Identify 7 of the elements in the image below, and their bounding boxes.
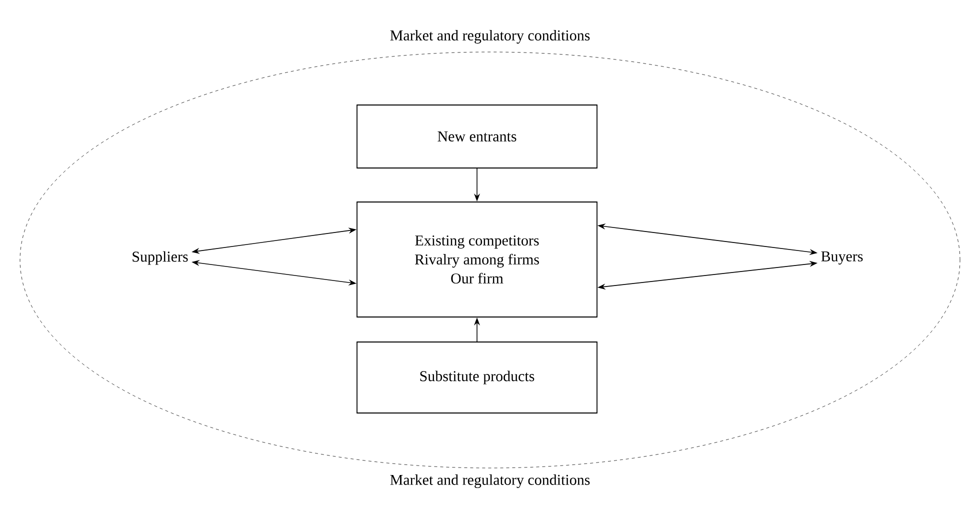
label-text: Buyers: [821, 251, 863, 265]
node-label: Market and regulatory conditions: [390, 30, 590, 44]
node-label: Market and regulatory conditions: [390, 474, 590, 488]
box: New entrants: [356, 104, 598, 168]
box: Existing competitors Rivalry among firms Our firm: [356, 202, 598, 318]
box: Substitute products: [356, 342, 598, 414]
label-text: Suppliers: [132, 251, 188, 265]
